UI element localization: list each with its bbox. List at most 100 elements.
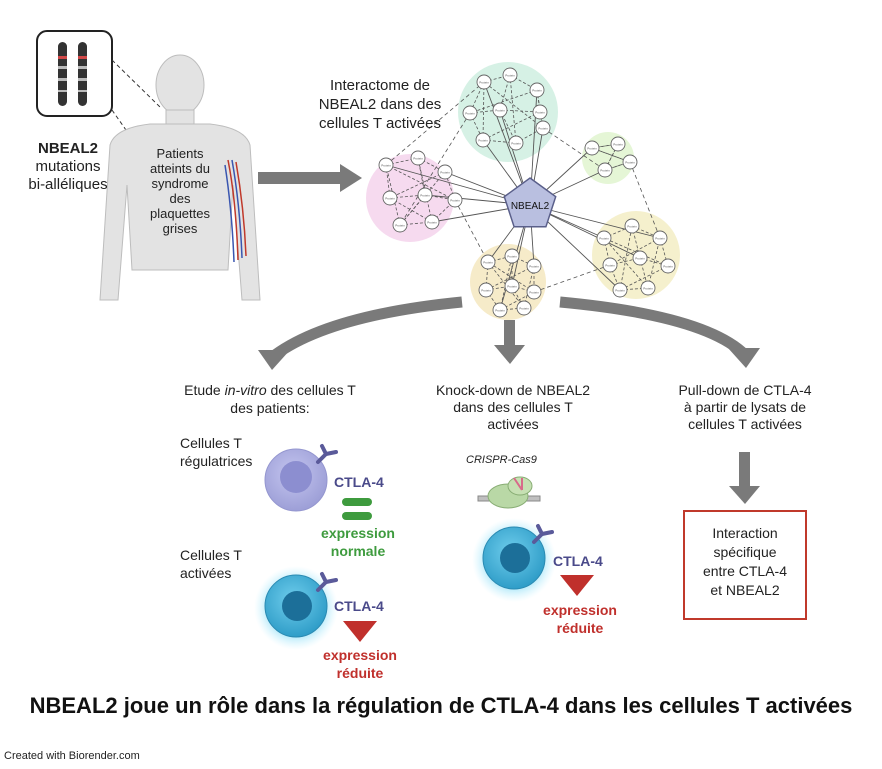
protein-node-label: Protein xyxy=(465,112,475,116)
protein-node-label: Protein xyxy=(481,289,491,293)
protein-node xyxy=(597,162,613,178)
treg-ctla4-label: CTLA-4 xyxy=(334,474,384,490)
body-label-line: atteints du xyxy=(150,161,210,176)
protein-node-label: Protein xyxy=(483,261,493,265)
protein-node xyxy=(492,102,508,118)
protein-node xyxy=(660,258,676,274)
right-title-line: à partir de lysats de xyxy=(683,399,807,415)
protein-node xyxy=(612,282,628,298)
protein-node xyxy=(526,258,542,274)
middle-title-line: activées xyxy=(487,416,539,432)
protein-node xyxy=(502,67,518,83)
protein-node-label: Protein xyxy=(479,81,489,85)
protein-node-label: Protein xyxy=(613,143,623,147)
protein-node xyxy=(478,282,494,298)
middle-branch-title: Knock-down de NBEAL2 dans des cellules T… xyxy=(418,382,608,433)
protein-node xyxy=(596,230,612,246)
mutation-line1: mutations xyxy=(35,158,101,175)
protein-node-label: Protein xyxy=(507,255,517,259)
protein-node xyxy=(437,164,453,180)
interactome-title: Interactome de NBEAL2 dans des cellules … xyxy=(300,76,460,133)
protein-node-label: Protein xyxy=(535,111,545,115)
arrow-left-branch xyxy=(258,296,463,370)
body-label-line: plaquettes xyxy=(150,206,210,221)
treg-expr-line2: normale xyxy=(330,543,386,559)
protein-node-label: Protein xyxy=(427,221,437,225)
interactome-title-line: Interactome de xyxy=(329,77,431,94)
protein-node xyxy=(480,254,496,270)
crispr-label: CRISPR-Cas9 xyxy=(466,454,537,466)
result-line: spécifique xyxy=(713,544,777,560)
protein-node-label: Protein xyxy=(627,225,637,229)
left-title-post: des cellules T xyxy=(266,382,356,398)
body-label-line: syndrome xyxy=(151,176,209,191)
protein-node xyxy=(640,280,656,296)
crispr-cas9-icon xyxy=(477,476,541,509)
arrow-to-interactome xyxy=(258,164,362,192)
interactome-title-line: NBEAL2 dans des xyxy=(318,96,442,113)
protein-node-label: Protein xyxy=(395,224,405,228)
interactome-title-line: cellules T activées xyxy=(318,115,441,132)
body-label-line: grises xyxy=(162,221,198,236)
middle-expr-line2: réduite xyxy=(556,620,604,636)
chromosome-card xyxy=(36,30,161,151)
right-branch-title: Pull-down de CTLA-4 à partir de lysats d… xyxy=(660,382,830,433)
result-line: entre CTLA-4 xyxy=(702,563,788,579)
protein-node-label: Protein xyxy=(600,169,610,173)
protein-node xyxy=(504,248,520,264)
mutation-line2: bi-alléliques xyxy=(28,176,108,193)
protein-node xyxy=(504,278,520,294)
right-title-line: cellules T activées xyxy=(688,416,802,432)
activated-label-line: Cellules T xyxy=(180,547,242,563)
protein-node-label: Protein xyxy=(478,139,488,143)
protein-node-label: Protein xyxy=(529,291,539,295)
activated-cell-middle xyxy=(472,518,556,602)
protein-node-label: Protein xyxy=(635,257,645,261)
activated-left-expr-line2: réduite xyxy=(336,665,384,681)
protein-node-label: Protein xyxy=(655,237,665,241)
left-branch-title: Etude in-vitro des cellules T xyxy=(160,382,380,399)
protein-node-label: Protein xyxy=(495,309,505,313)
protein-node-label: Protein xyxy=(413,157,423,161)
protein-node xyxy=(382,190,398,206)
protein-node-label: Protein xyxy=(599,237,609,241)
protein-node xyxy=(476,74,492,90)
hub-label: NBEAL2 xyxy=(511,201,550,212)
left-title-pre: Etude xyxy=(184,382,225,398)
arm-vessels xyxy=(224,159,247,263)
protein-node xyxy=(492,302,508,318)
protein-node-label: Protein xyxy=(532,89,542,93)
protein-node xyxy=(622,154,638,170)
protein-node-label: Protein xyxy=(625,161,635,165)
protein-node-label: Protein xyxy=(495,109,505,113)
protein-node xyxy=(378,157,394,173)
protein-node xyxy=(535,120,551,136)
gene-name: NBEAL2 xyxy=(37,140,98,157)
protein-node xyxy=(526,284,542,300)
protein-node-label: Protein xyxy=(381,164,391,168)
arrow-right-branch xyxy=(559,296,760,368)
activated-label-line: activées xyxy=(180,565,232,581)
protein-node xyxy=(475,132,491,148)
protein-node-label: Protein xyxy=(519,307,529,311)
treg-ctla4-receptor-icon xyxy=(316,444,338,464)
left-title-em: in-vitro xyxy=(224,382,267,398)
reduced-triangle-middle xyxy=(560,575,594,596)
result-line: Interaction xyxy=(712,525,778,541)
protein-node xyxy=(392,217,408,233)
protein-node xyxy=(610,136,626,152)
protein-node xyxy=(602,257,618,273)
patient-silhouette xyxy=(99,54,261,301)
protein-node xyxy=(652,230,668,246)
left-branch-title-line2: des patients: xyxy=(230,400,310,416)
treg-expr-line1: expression xyxy=(321,525,395,541)
result-box: Interaction spécifique entre CTLA-4 et N… xyxy=(683,510,807,620)
patient-body-label: Patients atteints du syndrome des plaque… xyxy=(130,146,230,236)
result-line: et NBEAL2 xyxy=(710,582,780,598)
arrow-to-result xyxy=(729,452,760,504)
middle-expr-line1: expression xyxy=(543,602,617,618)
reduced-triangle-left xyxy=(343,621,377,642)
protein-node-label: Protein xyxy=(420,194,430,198)
